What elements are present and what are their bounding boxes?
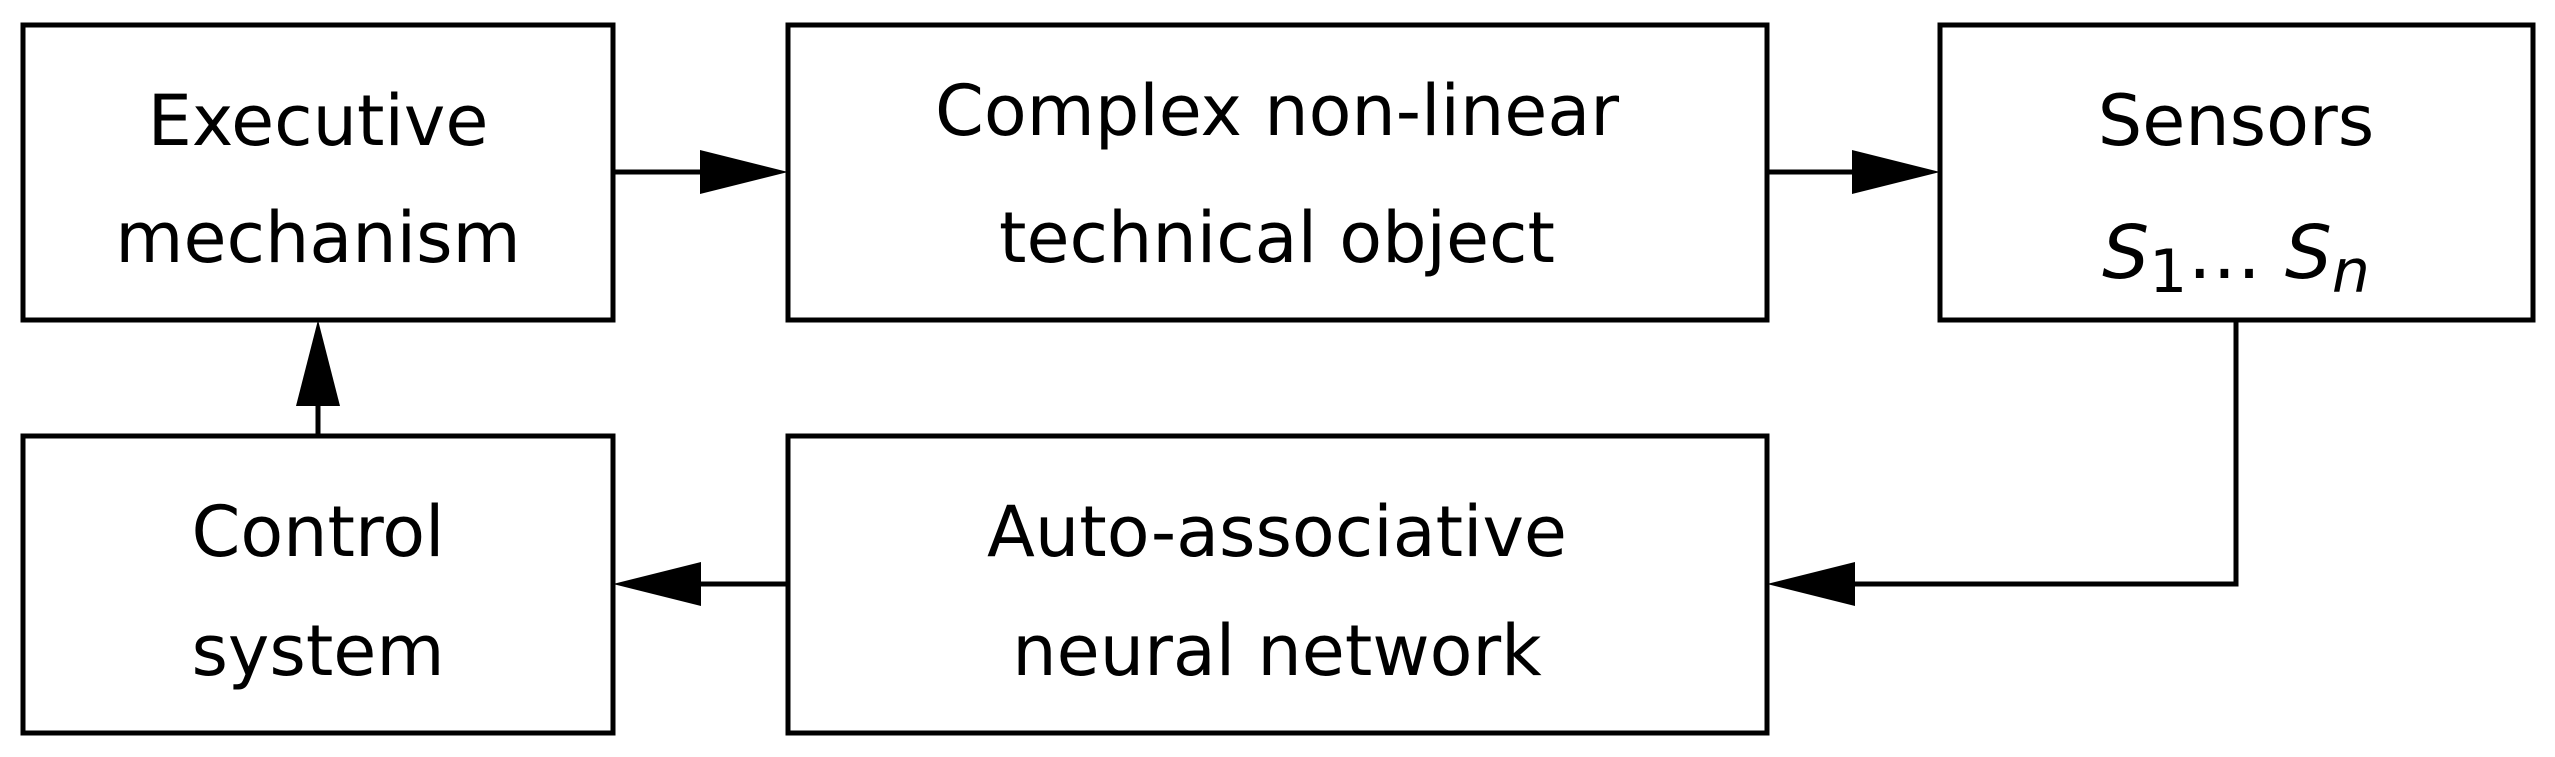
sensor-subscript-first: 1	[2149, 237, 2187, 307]
sensors-box	[1937, 22, 2536, 323]
arrow-control-to-executive	[296, 320, 340, 436]
control-system-line2: system	[191, 610, 444, 692]
technical-object-line1: Complex non-linear	[935, 70, 1619, 152]
technical-object-block: Complex non-linear technical object	[785, 22, 1770, 323]
arrow-sensors-to-network-head	[1767, 562, 1855, 606]
arrow-object-to-sensors-head	[1852, 150, 1940, 194]
executive-mechanism-block: Executive mechanism	[20, 22, 616, 323]
neural-network-block: Auto-associative neural network	[785, 433, 1770, 736]
sensor-symbol-last: S	[2285, 210, 2332, 296]
neural-network-box	[785, 433, 1770, 736]
sensor-ellipsis: …	[2187, 210, 2261, 296]
arrow-network-to-control	[613, 562, 788, 606]
control-system-box	[20, 433, 616, 736]
arrow-executive-to-object	[613, 150, 788, 194]
executive-mechanism-line1: Executive	[148, 80, 489, 162]
arrow-network-to-control-head	[613, 562, 701, 606]
control-system-line1: Control	[191, 491, 444, 573]
arrow-sensors-to-network	[1767, 320, 2239, 606]
arrow-executive-to-object-head	[700, 150, 788, 194]
sensor-subscript-last: n	[2332, 237, 2370, 307]
sensor-spacer	[2261, 210, 2285, 296]
technical-object-line2: technical object	[999, 197, 1555, 279]
neural-network-line1: Auto-associative	[987, 491, 1567, 573]
sensors-block: Sensors S1… Sn	[1937, 22, 2536, 323]
arrow-object-to-sensors	[1767, 150, 1940, 194]
arrow-sensors-to-network-line	[1840, 320, 2239, 587]
executive-mechanism-line2: mechanism	[115, 197, 520, 279]
executive-mechanism-box	[20, 22, 616, 323]
technical-object-box	[785, 22, 1770, 323]
arrow-control-to-executive-head	[296, 320, 340, 406]
sensor-symbol-first: S	[2102, 210, 2149, 296]
neural-network-line2: neural network	[1012, 610, 1542, 692]
control-system-block: Control system	[20, 433, 616, 736]
sensors-symbols: S1… Sn	[2102, 210, 2370, 307]
sensors-label: Sensors	[2098, 80, 2374, 162]
